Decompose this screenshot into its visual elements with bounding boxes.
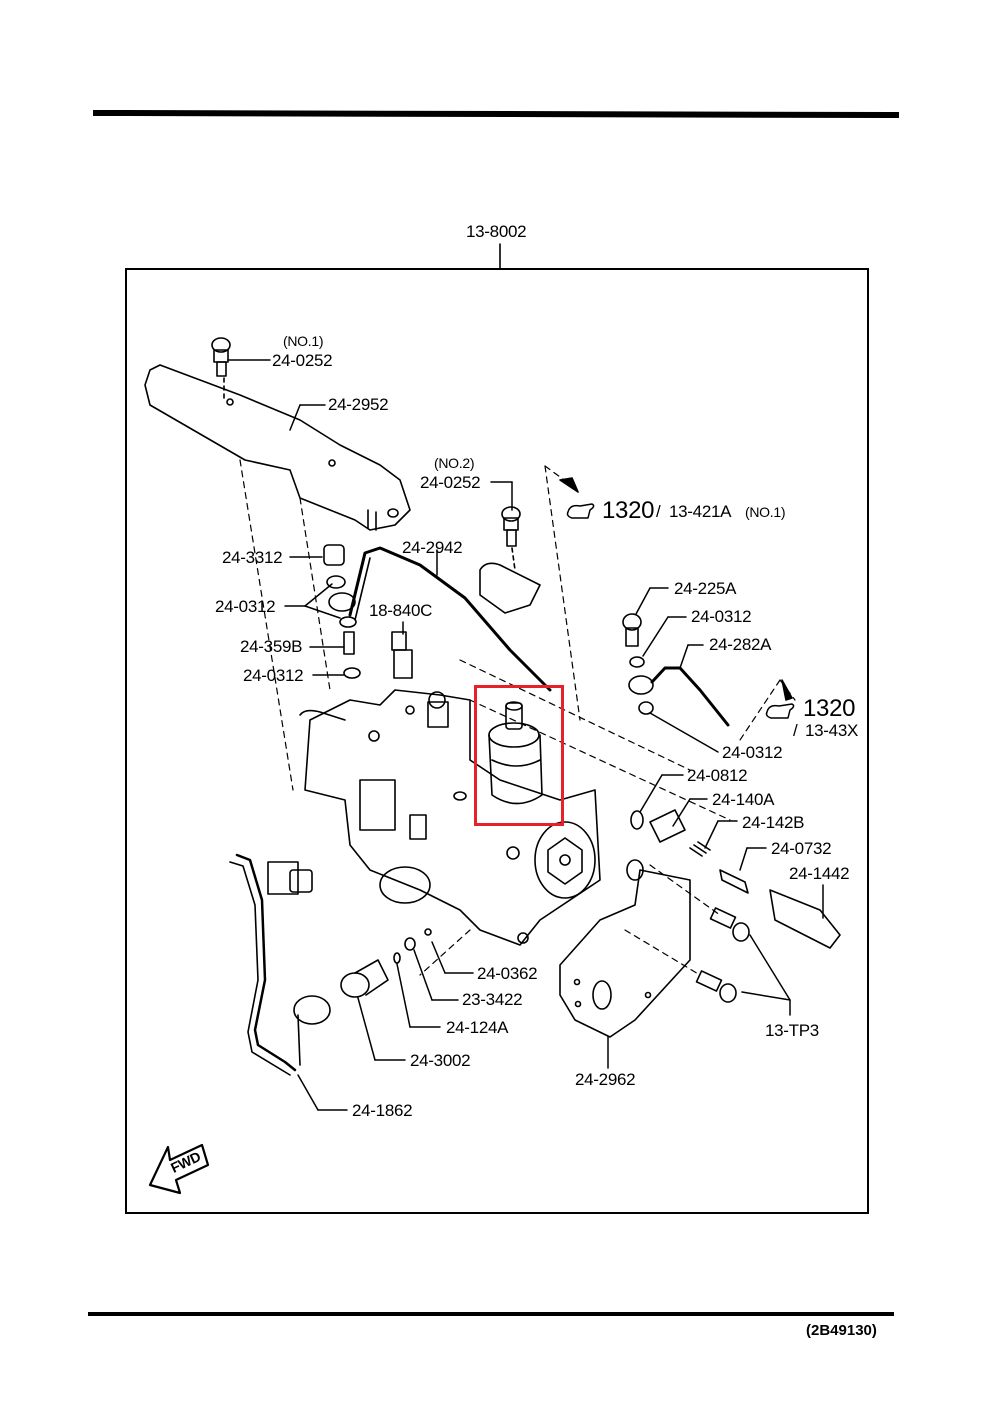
part-label-13-TP3[interactable]: 13-TP3 [765, 1021, 819, 1040]
bracket-24-2952 [144, 364, 411, 531]
part-label-24-1442[interactable]: 24-1442 [789, 864, 850, 883]
highlighted-part-box[interactable] [474, 685, 564, 826]
spring-24-142B [689, 841, 711, 857]
washer-24-0812 [630, 810, 644, 830]
part-label-18-840C[interactable]: 18-840C [369, 601, 433, 620]
part-label-24-0252-no1[interactable]: 24-0252 [272, 351, 333, 370]
holder-24-1442 [769, 889, 841, 949]
reference-part-2[interactable]: 13-43X [805, 721, 859, 740]
sensor-24-3002 [340, 972, 370, 998]
bottom-rule [88, 1312, 894, 1316]
cap-24-1862 [293, 995, 331, 1025]
harness-24-1862 [235, 853, 297, 1072]
bolt-no2 [501, 506, 521, 547]
fwd-arrow-icon [148, 1143, 210, 1195]
part-label-24-225A[interactable]: 24-225A [674, 579, 737, 598]
part-label-24-0362[interactable]: 24-0362 [477, 964, 538, 983]
part-label-24-2942[interactable]: 24-2942 [402, 538, 463, 557]
pointing-hand-icon-1 [566, 503, 595, 519]
plug-23-3422 [404, 937, 416, 951]
washer-24-0362 [424, 928, 432, 936]
part-label-24-0252-no2[interactable]: 24-0252 [420, 473, 481, 492]
sensor-18-840C [391, 631, 407, 651]
injection-pump-body [299, 689, 601, 946]
part-label-24-0312-b[interactable]: 24-0312 [243, 666, 304, 685]
cap-24-3312 [323, 544, 345, 566]
part-label-24-140A[interactable]: 24-140A [712, 790, 775, 809]
part-label-24-1862[interactable]: 24-1862 [352, 1101, 413, 1120]
part-label-24-142B[interactable]: 24-142B [742, 813, 805, 832]
valve-24-140A [649, 809, 686, 843]
diagram-frame [125, 268, 869, 1214]
bolt-24-359B [343, 631, 355, 655]
valve-24-0732 [719, 869, 749, 894]
bolt-24-225A [622, 613, 642, 647]
reference-part-1[interactable]: 13-421A [669, 502, 732, 521]
clamp [479, 562, 541, 614]
part-label-24-282A[interactable]: 24-282A [709, 635, 772, 654]
bolt-no1 [211, 337, 231, 377]
reference-section-2[interactable]: 1320 [803, 695, 856, 722]
part-label-24-2952[interactable]: 24-2952 [328, 395, 389, 414]
reference-section-1[interactable]: 1320 [602, 497, 655, 524]
part-note-no2: (NO.2) [434, 455, 475, 471]
pipe-24-2942 [348, 546, 552, 692]
oring-24-124A [393, 952, 401, 964]
connector [267, 861, 299, 895]
part-label-24-0312-d[interactable]: 24-0312 [722, 743, 783, 762]
diagram-reference-code: (2B49130) [806, 1322, 877, 1339]
part-label-23-3422[interactable]: 23-3422 [462, 990, 523, 1009]
part-label-24-0312-a[interactable]: 24-0312 [215, 597, 276, 616]
reference-separator-1: / [656, 502, 661, 521]
pointing-hand-icon-2 [765, 703, 795, 719]
pipe-24-282A [650, 666, 730, 727]
bolts-13-TP3 [695, 907, 750, 1003]
part-label-24-0312-c[interactable]: 24-0312 [691, 607, 752, 626]
assembly-label[interactable]: 13-8002 [466, 222, 527, 241]
part-label-24-124A[interactable]: 24-124A [446, 1018, 509, 1037]
part-label-24-0732[interactable]: 24-0732 [771, 839, 832, 858]
part-label-24-0812[interactable]: 24-0812 [687, 766, 748, 785]
plate-24-2962 [559, 869, 691, 1038]
part-label-24-3002[interactable]: 24-3002 [410, 1051, 471, 1070]
part-label-24-2962[interactable]: 24-2962 [575, 1070, 636, 1089]
fuel-cut-solenoid [488, 701, 543, 805]
reference-note-1: (NO.1) [745, 504, 786, 520]
part-label-24-3312[interactable]: 24-3312 [222, 548, 283, 567]
reference-separator-2: / [793, 721, 798, 740]
part-label-24-359B[interactable]: 24-359B [240, 637, 303, 656]
part-note-no1: (NO.1) [283, 333, 324, 349]
